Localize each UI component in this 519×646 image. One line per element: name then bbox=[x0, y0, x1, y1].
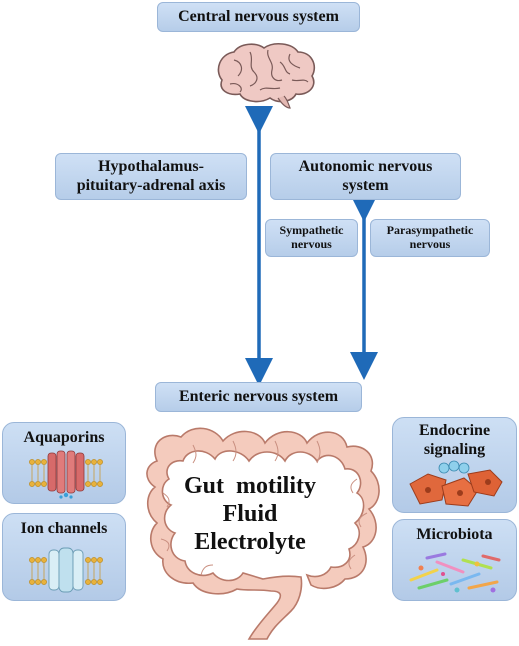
enteric-nervous-system-box: Enteric nervous system bbox=[155, 382, 362, 412]
intestine-icon bbox=[146, 427, 380, 640]
hpa-axis-box: Hypothalamus- pituitary-adrenal axis bbox=[55, 153, 247, 200]
endocrine-signaling-panel: Endocrine signaling bbox=[392, 417, 517, 513]
parasympathetic-label-line2: nervous bbox=[409, 237, 451, 251]
aquaporins-panel: Aquaporins bbox=[2, 422, 126, 504]
sympathetic-nervous-box: Sympathetic nervous bbox=[265, 219, 358, 257]
microbiota-icon bbox=[409, 552, 501, 593]
ion-channels-label: Ion channels bbox=[20, 520, 108, 537]
ion-channels-panel: Ion channels bbox=[2, 513, 126, 601]
sympathetic-label-line2: nervous bbox=[291, 237, 332, 251]
sympathetic-label-line1: Sympathetic bbox=[279, 223, 344, 238]
central-nervous-system-box: Central nervous system bbox=[157, 2, 360, 32]
aquaporins-label: Aquaporins bbox=[23, 429, 105, 446]
ans-label-line2: system bbox=[342, 176, 389, 194]
autonomic-nervous-system-box: Autonomic nervous system bbox=[270, 153, 461, 200]
aquaporin-membrane-icon bbox=[29, 450, 103, 499]
parasympathetic-label-line1: Parasympathetic bbox=[386, 223, 474, 238]
fluid-label: Fluid bbox=[222, 501, 278, 527]
endocrine-cells-icon bbox=[409, 460, 503, 507]
enteric-nervous-system-label: Enteric nervous system bbox=[178, 387, 339, 405]
electrolyte-label: Electrolyte bbox=[194, 529, 306, 555]
brain-icon bbox=[217, 43, 316, 109]
hpa-axis-label-line1: Hypothalamus- bbox=[98, 158, 204, 176]
microbiota-label: Microbiota bbox=[416, 526, 493, 543]
ans-label-line1: Autonomic nervous bbox=[298, 158, 433, 176]
gut-motility-label: Gut motility bbox=[184, 473, 316, 499]
hpa-axis-label-line2: pituitary-adrenal axis bbox=[76, 176, 226, 194]
endocrine-label-line2: signaling bbox=[423, 441, 486, 458]
central-nervous-system-label: Central nervous system bbox=[178, 7, 339, 25]
gut-functions-label: Gut motility Fluid Electrolyte bbox=[160, 472, 340, 556]
parasympathetic-nervous-box: Parasympathetic nervous bbox=[370, 219, 490, 257]
ion-channel-membrane-icon bbox=[29, 547, 103, 593]
endocrine-label-line1: Endocrine bbox=[418, 422, 491, 439]
microbiota-panel: Microbiota bbox=[392, 519, 517, 601]
